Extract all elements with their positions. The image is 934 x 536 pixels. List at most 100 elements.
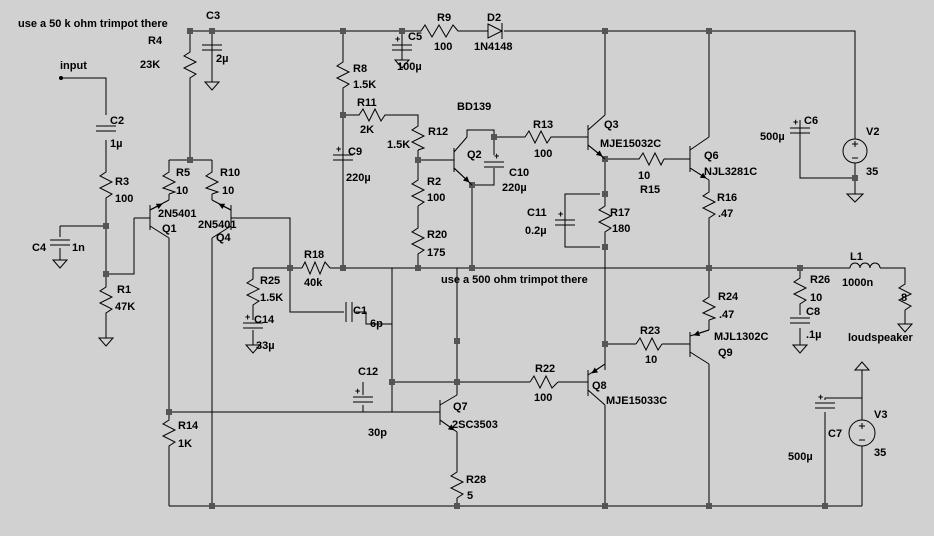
transistor-q6 (689, 136, 710, 181)
label-c14-ref: C14 (254, 314, 275, 326)
label-q6-val: NJL3281C (704, 166, 757, 178)
transistor-q2 (448, 136, 473, 186)
label-q4-val: 2N5401 (198, 219, 237, 231)
resistor-r13 (521, 129, 554, 145)
resistor-r4 (182, 48, 198, 80)
svg-text:+: + (793, 117, 798, 127)
resistor-r14 (161, 418, 177, 448)
label-v2-val: 35 (866, 166, 878, 178)
capacitor-c11: + (555, 209, 575, 226)
label-r1-val: 47K (115, 301, 135, 313)
label-q1-val: 2N5401 (158, 208, 197, 220)
resistor-r12 (410, 122, 426, 151)
ground-symbols (51, 59, 914, 371)
capacitor-c6: + (790, 117, 810, 134)
label-r24-val: .47 (719, 309, 734, 321)
label-r11-val: 2K (360, 124, 374, 136)
capacitor-c14: + (243, 312, 263, 329)
label-r12-ref: R12 (428, 126, 448, 138)
label-q2-val: BD139 (457, 101, 491, 113)
capacitor-c12: + (353, 386, 373, 403)
label-q8-val: MJE15033C (606, 395, 667, 407)
label-q9-val: MJL1302C (714, 331, 768, 343)
transistor-q7 (436, 394, 458, 433)
label-c3-val: 2µ (216, 53, 228, 65)
resistor-r9 (415, 24, 470, 38)
label-r17-val: 180 (612, 223, 630, 235)
label-r9-val: 100 (434, 41, 452, 53)
label-r22-val: 100 (534, 392, 552, 404)
label-q7-ref: Q7 (453, 401, 468, 413)
label-r14-ref: R14 (178, 420, 199, 432)
label-c5-ref: C5 (408, 31, 422, 43)
svg-text:+: + (818, 392, 823, 402)
label-c12-val: 30p (368, 427, 387, 439)
label-r18-val: 40k (304, 277, 323, 289)
label-r16-val: .47 (718, 208, 733, 220)
label-c6-ref: C6 (804, 115, 818, 127)
label-c10-val: 220µ (502, 182, 527, 194)
notes: use a 50 k ohm trimpot there use a 500 o… (18, 18, 914, 344)
svg-text:+: + (355, 386, 360, 396)
capacitor-c2 (96, 125, 116, 132)
label-v3-val: 35 (874, 447, 886, 459)
speaker-load (897, 282, 913, 311)
label-r23-ref: R23 (640, 325, 660, 337)
resistor-r17 (597, 200, 613, 240)
label-r3-val: 100 (115, 193, 133, 205)
diode-d2 (487, 23, 504, 39)
label-r18-ref: R18 (304, 249, 324, 261)
label-q2-ref: Q2 (467, 149, 482, 161)
resistor-r23 (635, 336, 663, 352)
label-q3-val: MJE15032C (600, 138, 661, 150)
svg-text:+: + (395, 34, 400, 44)
resistor-r20 (410, 224, 426, 256)
label-c1-ref: C1 (353, 305, 367, 317)
label-r20-ref: R20 (427, 229, 447, 241)
label-c7-ref: C7 (828, 428, 842, 440)
transistor-q9 (689, 329, 710, 365)
label-r2-ref: R2 (427, 176, 441, 188)
label-r9-ref: R9 (437, 12, 451, 24)
label-r17-ref: R17 (610, 207, 630, 219)
label-c5-val: 100µ (397, 61, 422, 73)
label-r10-ref: R10 (220, 167, 240, 179)
resistor-r22 (529, 374, 559, 390)
resistor-r15 (635, 151, 665, 167)
label-c7-val: 500µ (788, 451, 813, 463)
loudspeaker-label: loudspeaker (848, 332, 914, 344)
svg-text:+: + (494, 151, 499, 161)
capacitor-c8 (790, 317, 810, 324)
capacitor-c10: + (484, 151, 504, 168)
label-v3-ref: V3 (874, 409, 887, 421)
label-c8-ref: C8 (806, 306, 820, 318)
label-r10-val: 10 (222, 185, 234, 197)
label-r13-val: 100 (534, 148, 552, 160)
label-c1-val: 6p (370, 318, 383, 330)
label-r15-val: 10 (638, 170, 650, 182)
label-q3-ref: Q3 (604, 119, 619, 131)
label-r23-val: 10 (645, 354, 657, 366)
transistor-q3 (582, 114, 606, 160)
resistor-r18 (301, 260, 331, 276)
label-r24-ref: R24 (718, 291, 739, 303)
resistor-r11 (355, 107, 387, 123)
svg-text:+: + (245, 312, 250, 322)
capacitor-c4 (50, 239, 70, 246)
resistor-r28 (449, 470, 465, 499)
wires (59, 30, 906, 507)
label-r26-val: 10 (810, 292, 822, 304)
junctions (59, 28, 858, 509)
input-label: input (60, 60, 87, 72)
label-l1-val: 1000n (842, 277, 873, 289)
note-trimpot-500: use a 500 ohm trimpot there (441, 274, 588, 286)
resistor-r5 (161, 170, 177, 195)
resistor-r25 (245, 277, 261, 306)
label-r25-val: 1.5K (260, 292, 283, 304)
component-labels: C3 2µ R4 23K R9 100 D2 1N4148 C5 100µ R8… (32, 10, 907, 502)
label-c9-val: 220µ (346, 172, 371, 184)
label-r13-ref: R13 (533, 119, 553, 131)
label-l1-ref: L1 (850, 251, 863, 263)
transistor-q1 (134, 199, 170, 239)
label-c11-val: 0.2µ (525, 225, 547, 237)
